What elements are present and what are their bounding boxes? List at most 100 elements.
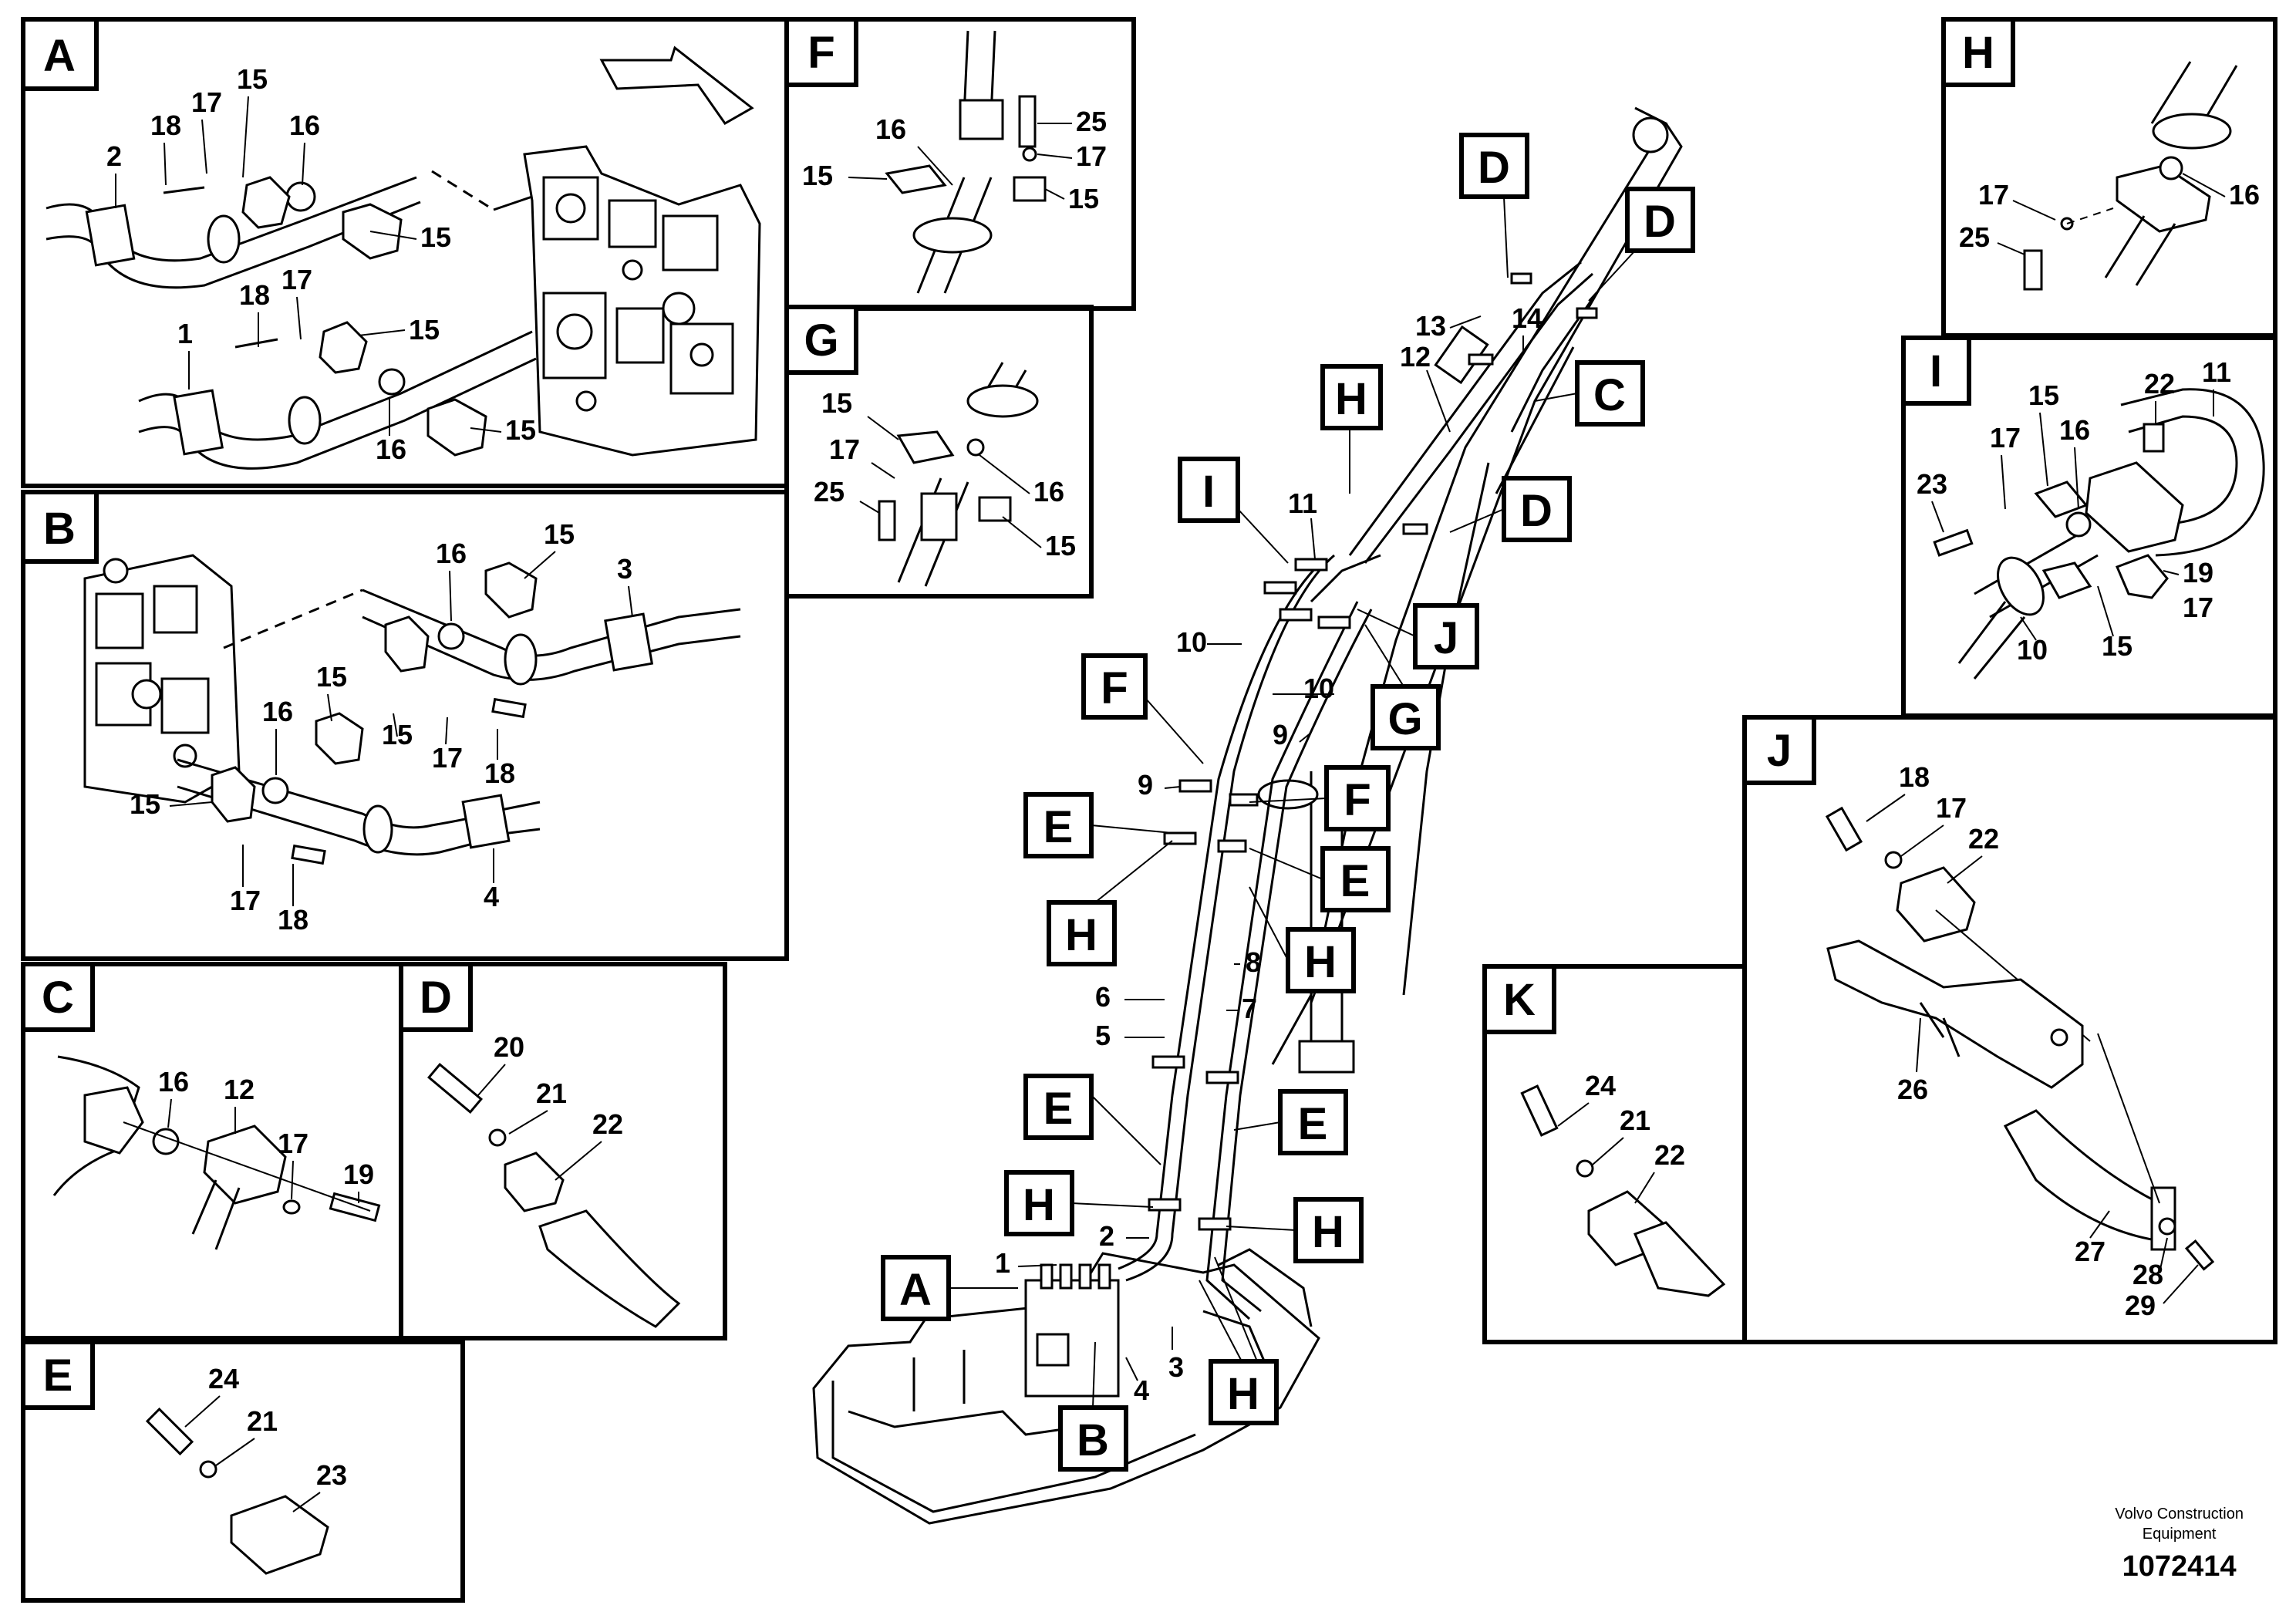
panel-k-letter-box	[1482, 964, 1556, 1034]
callout-b-3: 3	[617, 553, 632, 585]
callout-c-12: 12	[224, 1074, 255, 1105]
panel-c-letter-box	[21, 962, 95, 1032]
callout-j-29: 29	[2125, 1290, 2156, 1321]
panel-j-letter: J	[1767, 726, 1792, 776]
callout-8: 8	[1246, 946, 1261, 978]
callout-6: 6	[1095, 981, 1111, 1013]
callout-h-17: 17	[1978, 179, 2009, 211]
label-a: A	[899, 1265, 932, 1315]
callout-k-22: 22	[1654, 1139, 1685, 1171]
callout-g-25: 25	[814, 476, 845, 508]
callout-b-17: 17	[432, 742, 463, 774]
callout-5: 5	[1095, 1020, 1111, 1051]
callout-a-18b: 18	[239, 279, 270, 311]
callout-h-16: 16	[2229, 179, 2260, 211]
callout-j-18: 18	[1899, 761, 1930, 793]
label-h-2: H	[1065, 910, 1097, 960]
panel-g: G 15 17 25 16 15	[784, 305, 1094, 599]
section-labels: D D C H I D J G F F E E H H E E H H A B …	[881, 133, 1695, 1472]
panel-j-letter-box	[1742, 715, 1816, 785]
callout-g-15b: 15	[1045, 530, 1076, 561]
company-line-1: Volvo Construction	[2115, 1506, 2244, 1523]
label-f-1: F	[1101, 663, 1128, 713]
label-d-2: D	[1644, 197, 1676, 247]
panel-b: B 16 15 3 15 16 15 17 18 1	[21, 490, 789, 961]
callout-e-23: 23	[316, 1459, 347, 1491]
panel-f-letter-box	[784, 17, 858, 87]
callout-d-21: 21	[536, 1077, 567, 1109]
callout-b-18b: 18	[278, 904, 308, 936]
callout-4: 4	[1134, 1374, 1149, 1406]
panel-e: E 24 21 23	[21, 1340, 465, 1603]
excavator-overview: D D C H I D J G F F E E H H E E H H A B …	[812, 106, 1695, 1525]
callout-c-19: 19	[343, 1158, 374, 1190]
callout-a-18: 18	[150, 110, 181, 141]
panel-e-frame	[21, 1340, 465, 1603]
callout-j-27: 27	[2075, 1236, 2106, 1267]
panel-k-frame	[1482, 964, 1747, 1344]
callout-j-22: 22	[1968, 823, 1999, 855]
panel-b-letter: B	[43, 504, 76, 554]
label-i: I	[1202, 467, 1215, 517]
callout-1: 1	[995, 1247, 1010, 1279]
label-h-1: H	[1335, 374, 1367, 424]
panel-c: C 16 12 17 19	[21, 962, 403, 1340]
callout-b-17b: 17	[230, 885, 261, 916]
callout-i-15b: 15	[2102, 630, 2132, 662]
label-b: B	[1077, 1415, 1109, 1465]
callout-a-17b: 17	[282, 264, 312, 295]
callout-e-24: 24	[208, 1363, 239, 1394]
callout-g-15: 15	[821, 387, 852, 419]
callout-f-15b: 15	[1068, 183, 1099, 214]
label-e-4: E	[1298, 1099, 1328, 1149]
label-d-3: D	[1520, 486, 1553, 536]
label-e-2: E	[1340, 856, 1371, 906]
callout-d-22: 22	[592, 1108, 623, 1140]
callout-a-15: 15	[237, 63, 268, 95]
control-valve-drawing-b	[83, 554, 241, 804]
callout-e-21: 21	[247, 1405, 278, 1437]
panel-g-letter-box	[784, 305, 858, 375]
panel-a: A 18 17 15 2	[21, 17, 789, 488]
panel-h: H 17 16 25	[1941, 17, 2277, 338]
drawing-number: 1072414	[2122, 1550, 2237, 1583]
panel-f: F 25 16 17 15 15	[784, 17, 1136, 311]
callout-b-16: 16	[436, 538, 467, 569]
label-j: J	[1434, 613, 1458, 663]
callout-c-16: 16	[158, 1066, 189, 1098]
callout-f-16: 16	[875, 113, 906, 145]
panel-b-letter-box	[21, 490, 99, 564]
direction-arrow-icon	[599, 46, 754, 125]
o-ring-icon	[285, 181, 316, 212]
callout-12: 12	[1400, 341, 1431, 373]
callout-g-17: 17	[829, 433, 860, 465]
callout-f-17: 17	[1076, 140, 1107, 172]
panel-g-frame	[784, 305, 1094, 599]
drawing-footer: Volvo Construction Equipment 1072414	[2115, 1504, 2244, 1583]
callout-h-25: 25	[1959, 221, 1990, 253]
callout-k-24: 24	[1585, 1070, 1616, 1101]
panel-i-letter: I	[1930, 346, 1942, 396]
label-c: C	[1593, 370, 1626, 420]
overview-valve	[1024, 1263, 1120, 1398]
callout-i-11: 11	[2202, 356, 2231, 388]
callout-13: 13	[1415, 310, 1446, 342]
panel-k: K 24 21 22	[1482, 964, 1747, 1344]
callout-f-15: 15	[802, 160, 833, 191]
callout-i-15: 15	[2028, 379, 2059, 411]
panel-d: D 20 21 22	[399, 962, 727, 1340]
callout-g-16: 16	[1033, 476, 1064, 508]
callout-b-4: 4	[484, 881, 499, 912]
callout-i-10: 10	[2017, 634, 2048, 666]
callout-b-15: 15	[544, 518, 575, 550]
callout-b-15d: 15	[130, 788, 160, 820]
panel-d-letter-box	[399, 962, 473, 1032]
callout-a-16b: 16	[376, 433, 406, 465]
callout-14: 14	[1512, 302, 1542, 334]
callout-b-18: 18	[484, 757, 515, 789]
panel-c-letter: C	[42, 973, 74, 1023]
callout-9b: 9	[1273, 719, 1288, 750]
callout-b-15c: 15	[316, 661, 347, 693]
label-e-3: E	[1043, 1084, 1074, 1134]
